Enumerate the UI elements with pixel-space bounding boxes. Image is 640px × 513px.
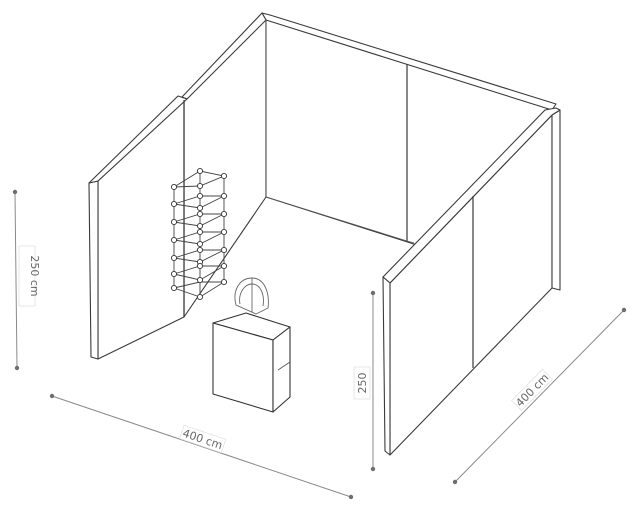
width-dimension-front: 400 cm <box>49 393 354 500</box>
counter <box>212 312 291 413</box>
left-wall-top <box>88 95 188 184</box>
back-left-wall <box>183 16 267 318</box>
right-wall-outer-face <box>551 109 561 291</box>
height-label-left: 250 cm <box>28 255 41 296</box>
shelving-unit <box>170 167 228 301</box>
height-dimension-right: 250 <box>353 290 376 472</box>
width-label-front: 400 cm <box>181 427 224 453</box>
right-wall-end <box>382 276 391 456</box>
height-dimension-left: 250 cm <box>12 189 41 371</box>
height-label-right: 250 <box>356 373 369 394</box>
left-wall-end <box>88 180 99 360</box>
chair <box>234 277 269 315</box>
